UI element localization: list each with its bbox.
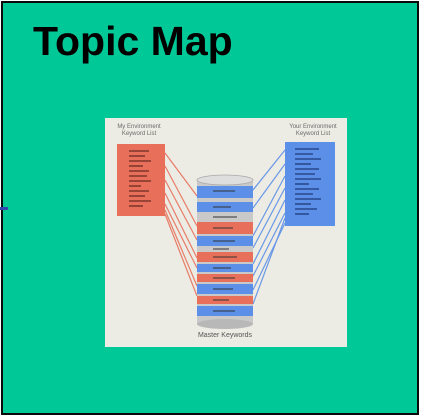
topic-map-diagram: My Environment Keyword List Your Environ… <box>105 118 347 347</box>
right-connectors <box>252 149 286 305</box>
page-title: Topic Map <box>33 18 233 64</box>
left-list-label: My Environment Keyword List <box>117 124 161 137</box>
right-keyword-list <box>285 142 335 226</box>
diagram-graphic <box>117 142 335 329</box>
edge-marker <box>0 207 8 210</box>
left-keyword-list <box>117 144 165 216</box>
right-list-label: Your Environment Keyword List <box>289 124 337 137</box>
master-keywords-label: Master Keywords <box>197 332 253 339</box>
left-connectors <box>164 152 198 297</box>
master-keyword-cylinder <box>196 174 254 329</box>
